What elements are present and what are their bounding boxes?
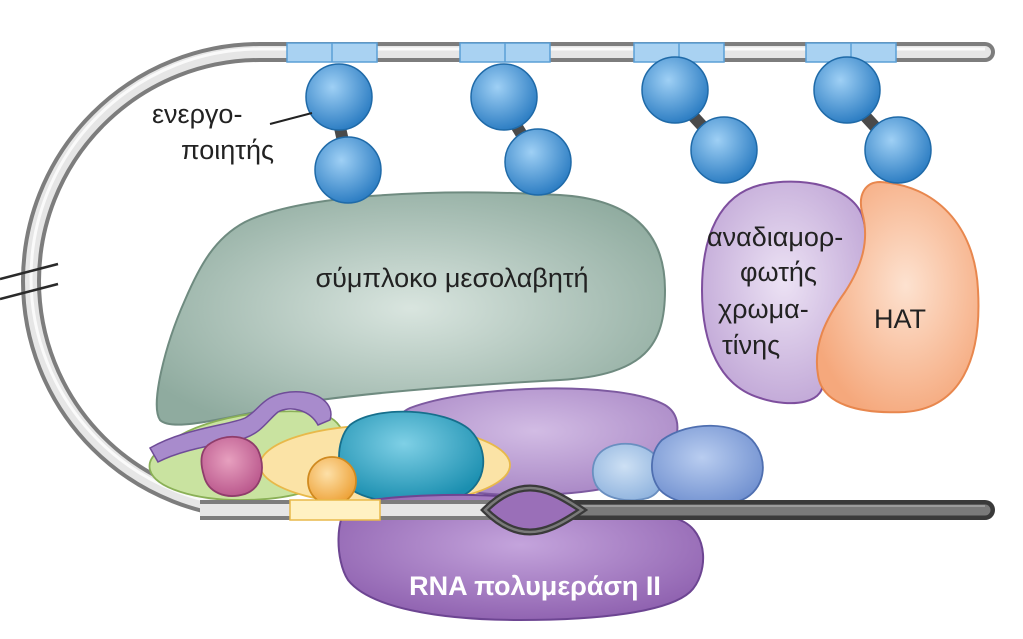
dna-break-mark <box>0 262 59 301</box>
remodeler-label-line2: φωτής <box>740 257 817 287</box>
gtf-steel-blue <box>651 424 764 507</box>
activator-label-line1: ενεργο- <box>152 99 242 129</box>
polymerase-label: RNA πολυμεράση II <box>409 571 661 601</box>
remodeler-label-line3: χρωμα- <box>718 294 809 324</box>
activator-2 <box>470 63 572 196</box>
gtf-pink <box>200 436 263 497</box>
gtf-teal <box>338 410 485 505</box>
gtf-small-blue <box>591 442 664 502</box>
remodeler-label-line4: τίνης <box>722 330 780 360</box>
mediator-label: σύμπλοκο μεσολαβητή <box>315 263 588 293</box>
gtf-orange-ball <box>307 456 357 506</box>
hat-label: HAT <box>874 304 926 334</box>
transcription-bubble <box>480 484 589 536</box>
mediator-complex <box>155 191 667 426</box>
activator-label-pointer <box>269 112 313 125</box>
activator-label-line2: ποιητής <box>181 135 274 165</box>
hat-protein <box>815 180 980 414</box>
promoter-segment <box>289 499 381 521</box>
activator-1 <box>305 63 382 204</box>
dna-dark-region <box>565 500 995 520</box>
activator-4 <box>813 56 932 184</box>
activator-3 <box>641 56 758 184</box>
remodeler-label-line1: αναδιαμορ- <box>707 222 843 252</box>
